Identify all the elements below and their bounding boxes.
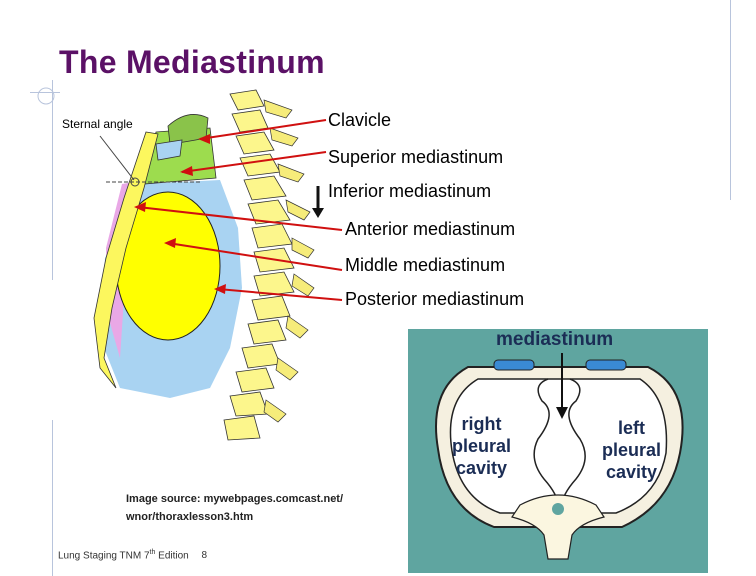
vertebral-column bbox=[223, 89, 295, 441]
posterior-mediastinum-label: Posterior mediastinum bbox=[345, 289, 525, 309]
sagittal-mediastinum-figure bbox=[60, 88, 320, 468]
sternum bbox=[93, 131, 159, 389]
footer-text: Lung Staging TNM 7 bbox=[58, 550, 150, 562]
posterior-arrow bbox=[217, 288, 343, 301]
thorax-cross-section bbox=[435, 353, 684, 560]
cross-section-figure: mediastinum right pleural cavity left pl… bbox=[408, 329, 708, 573]
slide-footer: Lung Staging TNM 7th Edition 8 bbox=[58, 549, 207, 561]
image-source-caption: Image source: mywebpages.comcast.net/ wn… bbox=[126, 493, 344, 523]
corner-circle-decoration bbox=[37, 87, 55, 105]
page-number: 8 bbox=[201, 550, 208, 562]
clavicle-label: Clavicle bbox=[328, 110, 392, 130]
superior-arrow bbox=[181, 151, 327, 173]
anterior-mediastinum-label: Anterior mediastinum bbox=[345, 219, 516, 239]
middle-mediastinum-label: Middle mediastinum bbox=[345, 255, 506, 275]
anterior-arrow bbox=[137, 206, 343, 231]
superior-mediastinum-label: Superior mediastinum bbox=[328, 147, 504, 167]
footer-superscript: th bbox=[149, 549, 156, 556]
left-pleural-cavity-label: left pleural cavity bbox=[602, 417, 661, 483]
sternal-angle-label: Sternal angle bbox=[62, 117, 133, 131]
left-label-line-3: cavity bbox=[605, 462, 658, 482]
right-label-line-2: pleural bbox=[452, 436, 512, 456]
inferior-mediastinum-label: Inferior mediastinum bbox=[328, 181, 492, 201]
left-vertical-rule-lower bbox=[52, 420, 53, 576]
footer-suffix: Edition bbox=[155, 550, 189, 562]
left-vertical-rule bbox=[52, 80, 53, 280]
right-label-line-3: cavity bbox=[455, 458, 508, 478]
clavicle-arrow bbox=[199, 119, 327, 140]
right-vertical-rule bbox=[730, 0, 731, 200]
right-pleural-cavity-label: right pleural cavity bbox=[452, 413, 511, 479]
right-label-line-1: right bbox=[461, 414, 502, 434]
cross-section-title: mediastinum bbox=[496, 329, 614, 350]
left-label-line-1: left bbox=[618, 418, 646, 438]
slide-title: The Mediastinum bbox=[59, 44, 325, 80]
middle-arrow bbox=[167, 242, 343, 271]
left-label-line-2: pleural bbox=[602, 440, 662, 460]
